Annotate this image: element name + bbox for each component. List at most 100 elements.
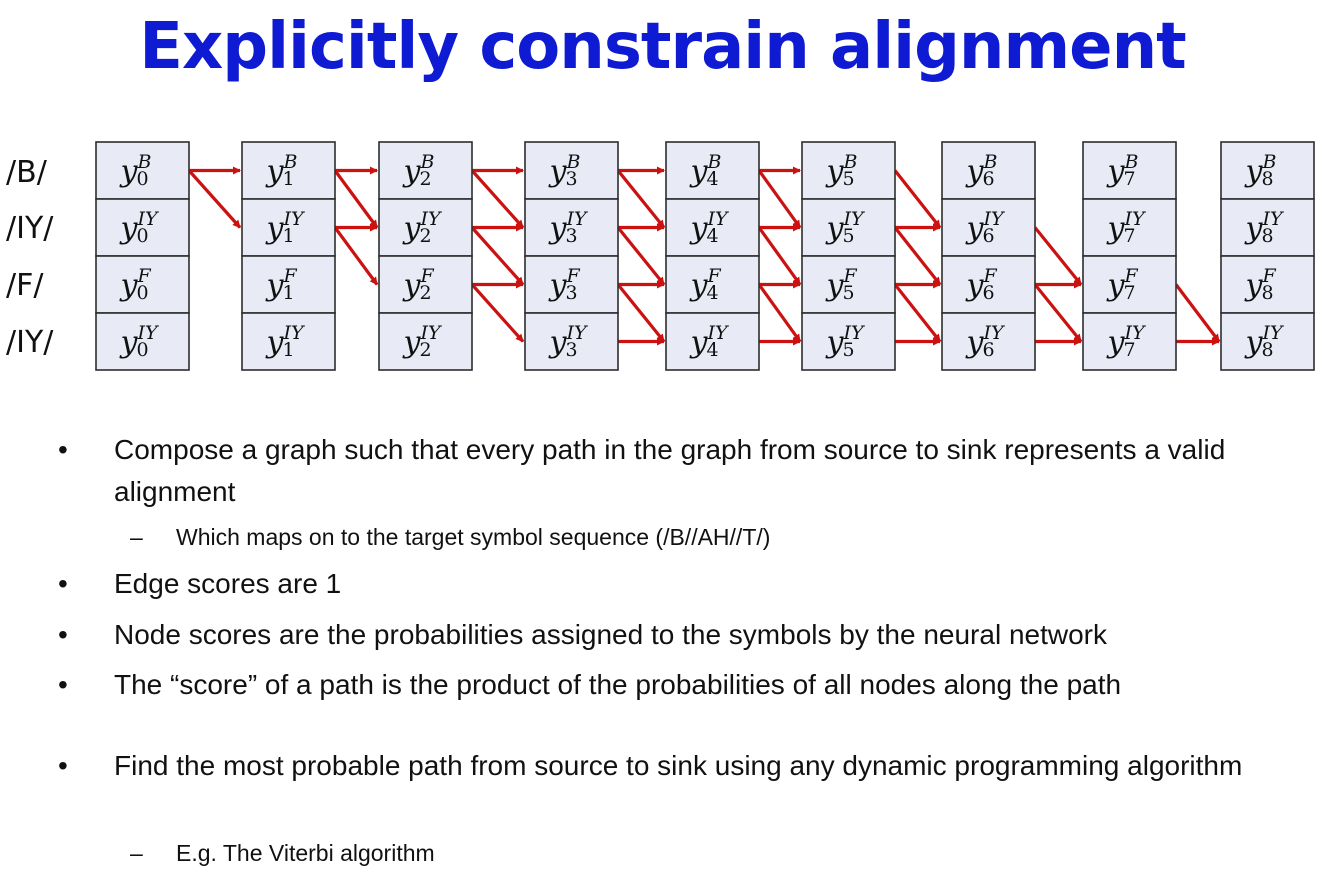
edge-layer [187,166,1221,346]
node-box [801,312,896,371]
transition-arrow [470,226,525,286]
node-box [241,255,336,314]
node-box [801,141,896,200]
sub-bullet-text: E.g. The Viterbi algorithm [176,840,435,866]
node-box [1082,312,1177,371]
transition-arrow [187,169,242,229]
bullet-marker: • [58,750,68,781]
node-box [95,255,190,314]
bullet-marker: • [58,619,68,650]
node-box [1220,198,1315,257]
node-box [801,255,896,314]
node-box [941,198,1036,257]
bullet-text: Find the most probable path from source … [114,750,1243,781]
transition-arrow [757,169,802,229]
bullet-item: • Compose a graph such that every path i… [58,429,1319,513]
transition-arrow [893,169,942,229]
bullet-text: Edge scores are 1 [114,568,342,599]
sub-bullet-item: – E.g. The Viterbi algorithm [130,836,435,870]
node-box [941,255,1036,314]
node-box [1082,255,1177,314]
row-label-iy-1: /IY/ [6,211,54,246]
bullet-marker: • [58,434,68,465]
node-box [1220,312,1315,371]
bullet-marker: • [58,669,68,700]
transition-arrow [470,169,525,229]
bullet-item: • Edge scores are 1 [58,563,1319,605]
node-box [524,141,619,200]
transition-arrow [757,226,802,286]
row-label-f: /F/ [6,268,44,303]
row-label-iy-2: /IY/ [6,325,54,360]
node-box [95,141,190,200]
sub-bullet-marker: – [130,524,143,550]
bullet-item: • Find the most probable path from sourc… [58,745,1319,787]
transition-arrow [616,226,666,286]
node-box [524,255,619,314]
transition-arrow [1033,226,1083,286]
node-box [95,312,190,371]
bullet-marker: • [58,568,68,599]
transition-arrow [616,169,666,229]
transition-arrow [1174,283,1221,343]
sub-bullet-marker: – [130,840,143,866]
node-box [378,255,473,314]
node-box [1220,141,1315,200]
node-box [95,198,190,257]
node-box [941,141,1036,200]
node-box [1082,141,1177,200]
transition-arrow [893,226,942,286]
